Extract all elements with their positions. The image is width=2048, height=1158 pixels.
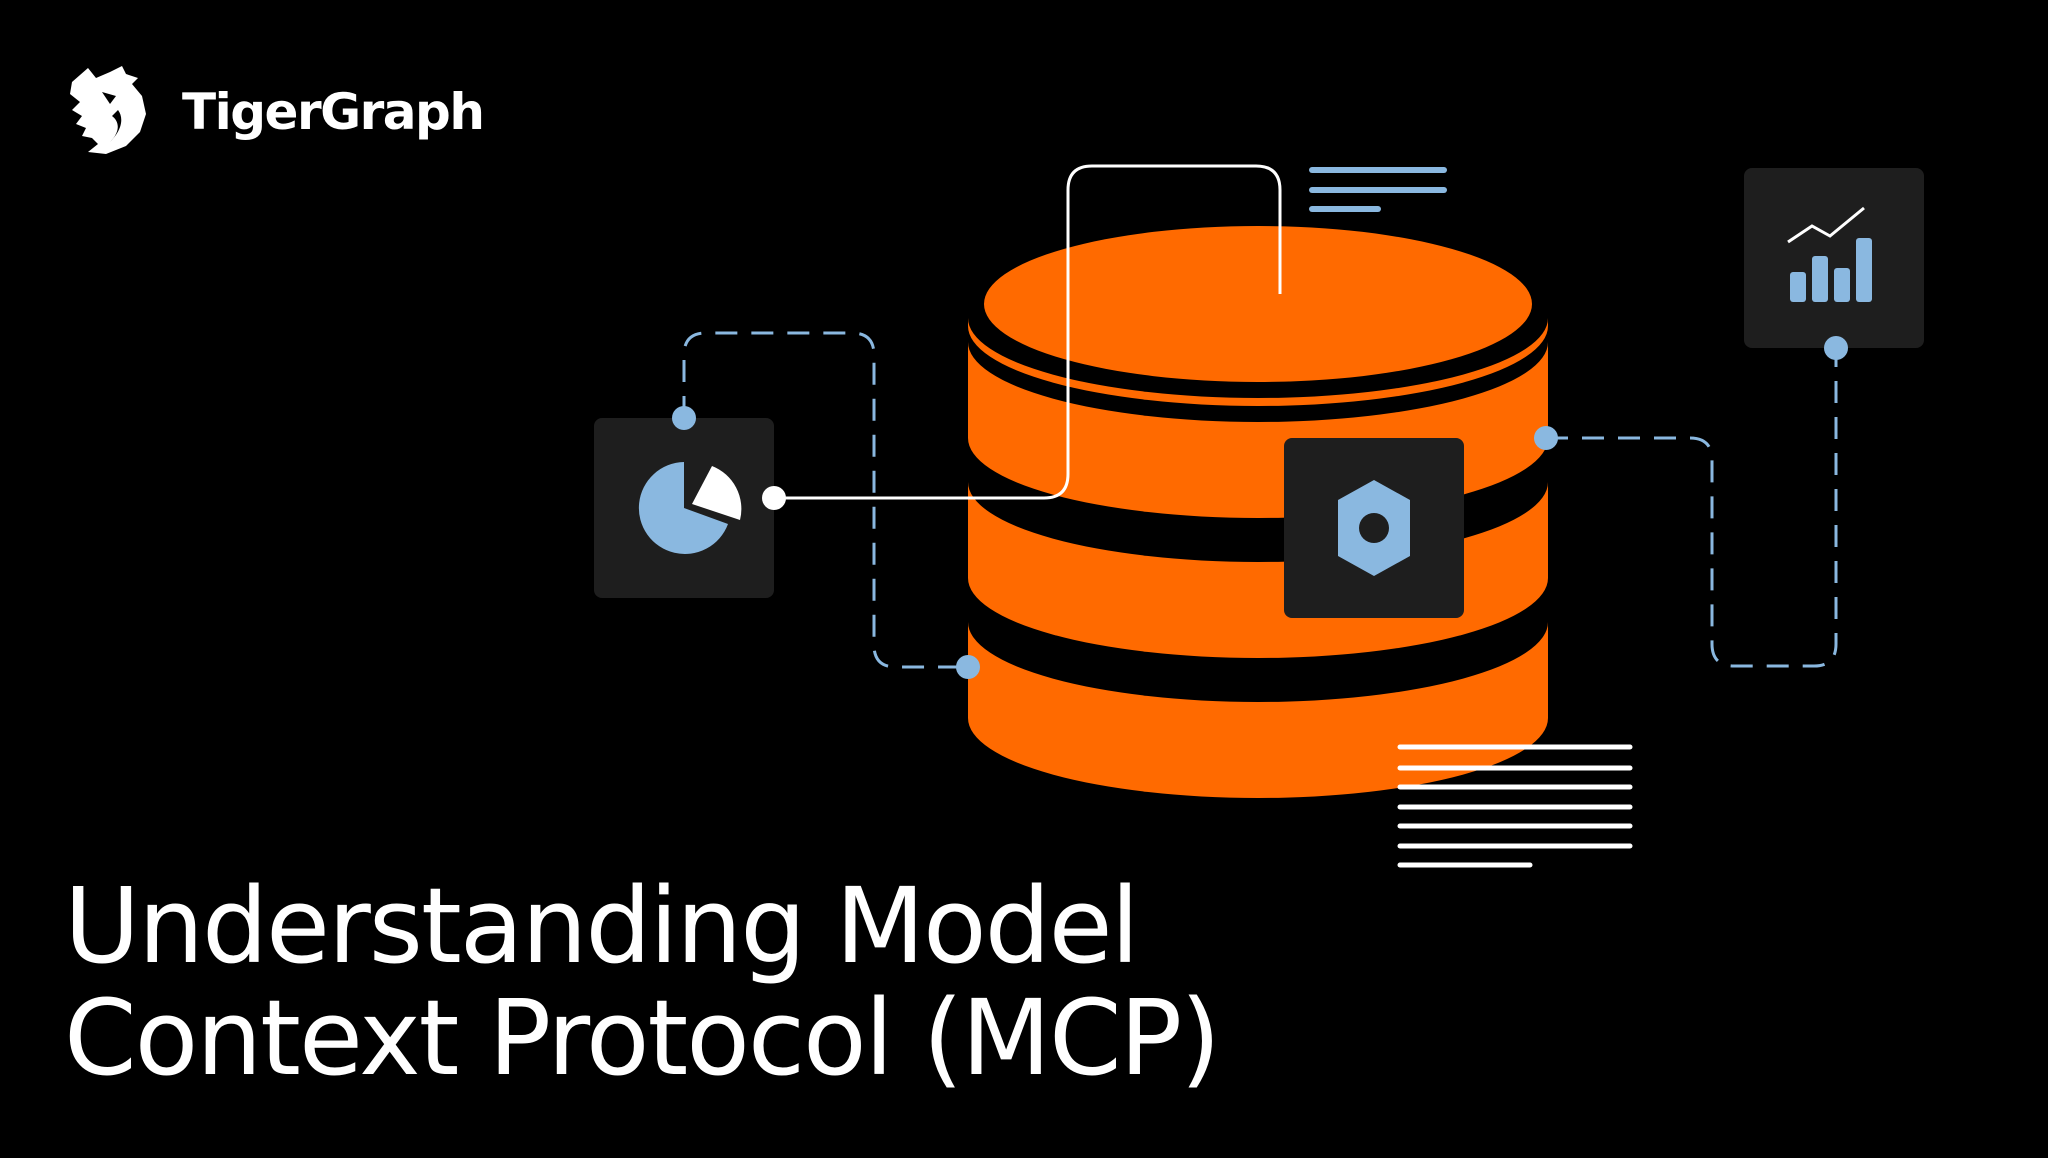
bar-chart-trend-icon xyxy=(1787,206,1872,302)
tiger-head-icon xyxy=(70,66,146,154)
pie-chart-icon xyxy=(638,462,742,554)
text-lines-bottom xyxy=(1397,744,1633,868)
text-lines-top xyxy=(1309,167,1447,212)
hexagon-nut-icon xyxy=(1338,480,1410,576)
dashed-connectors xyxy=(682,331,1838,669)
database-cylinder xyxy=(968,226,1548,798)
hexagon-nut-card xyxy=(1284,438,1464,618)
solid-connector xyxy=(774,164,1282,500)
brand-logo[interactable]: TigerGraph xyxy=(62,62,485,158)
connector-dots xyxy=(672,336,1848,679)
page-title: Understanding Model Context Protocol (MC… xyxy=(64,870,1964,1094)
bar-chart-card xyxy=(1744,168,1924,348)
title-line-1: Understanding Model xyxy=(64,865,1140,987)
brand-name: TigerGraph xyxy=(182,83,485,141)
pie-chart-card xyxy=(594,418,774,598)
title-line-2: Context Protocol (MCP) xyxy=(64,977,1221,1099)
